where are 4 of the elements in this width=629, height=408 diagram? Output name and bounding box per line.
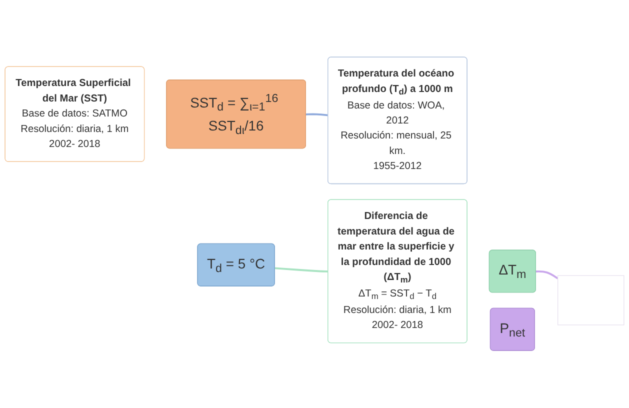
connector — [536, 270, 558, 280]
connector — [306, 114, 328, 116]
connector — [274, 267, 328, 273]
node-box — [558, 275, 624, 326]
